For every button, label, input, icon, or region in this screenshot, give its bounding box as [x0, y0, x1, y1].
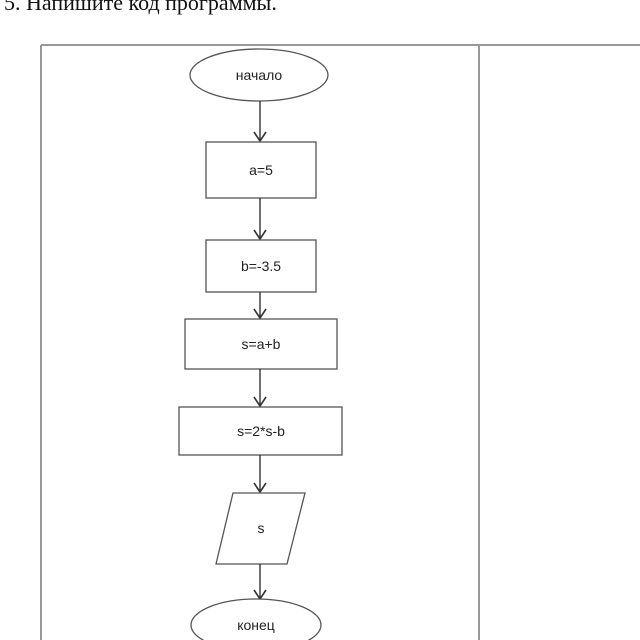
process-calc-label: s=2*s-b: [237, 423, 285, 439]
start-label: начало: [236, 67, 283, 83]
end-label: конец: [237, 617, 275, 633]
start-terminator: [189, 48, 329, 102]
table-frame: [40, 44, 640, 640]
end-terminator: [190, 598, 322, 640]
process-assign-a-label: a=5: [249, 162, 273, 178]
process-sum: [184, 318, 338, 370]
process-sum-label: s=a+b: [242, 336, 281, 352]
output-label: s: [258, 520, 265, 536]
task-heading: 5. Напишите код программы.: [4, 0, 277, 15]
process-assign-b-label: b=-3.5: [241, 258, 281, 274]
output-parallelogram: [215, 492, 306, 565]
process-assign-b: [205, 239, 317, 293]
process-assign-a: [205, 141, 317, 199]
